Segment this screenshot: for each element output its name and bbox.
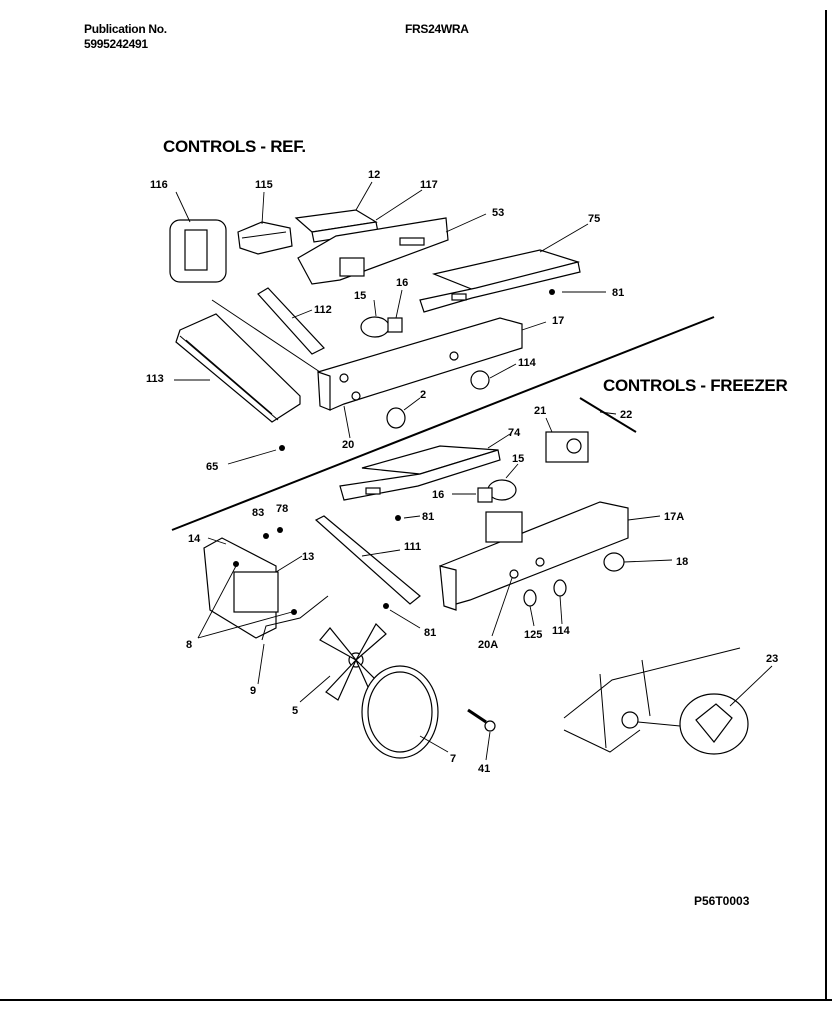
label-83: 83 [252, 507, 264, 519]
label-81-mid: 81 [422, 511, 434, 523]
label-14: 14 [188, 533, 201, 545]
label-78: 78 [276, 503, 288, 515]
model-number: FRS24WRA [405, 22, 469, 36]
label-16-freezer: 16 [432, 489, 444, 501]
label-5: 5 [292, 705, 298, 717]
label-9: 9 [250, 685, 256, 697]
label-2: 2 [420, 389, 426, 401]
screw-41 [467, 708, 496, 732]
control-bracket-17 [317, 317, 523, 411]
label-17a: 17A [664, 511, 684, 523]
part-83 [263, 533, 269, 539]
label-75: 75 [588, 213, 600, 225]
label-18: 18 [676, 556, 688, 568]
label-113: 113 [146, 373, 164, 385]
screw-81-mid [395, 515, 401, 521]
publication-label: Publication No. [84, 22, 167, 36]
rod-111 [314, 515, 421, 605]
label-21: 21 [534, 405, 546, 417]
label-15-ref: 15 [354, 290, 366, 302]
cover-74 [339, 445, 501, 501]
label-13: 13 [302, 551, 314, 563]
leader-lines [174, 181, 773, 761]
label-41: 41 [478, 763, 490, 775]
label-16-ref: 16 [396, 277, 408, 289]
control-housing-53 [297, 217, 449, 285]
label-116: 116 [150, 179, 168, 191]
bracket-115 [237, 221, 293, 255]
label-125: 125 [524, 629, 542, 641]
label-111: 111 [404, 541, 421, 553]
label-115: 115 [255, 179, 273, 191]
screw-81-top [549, 289, 555, 295]
refrigerator-controls-title: CONTROLS - REF. [163, 137, 306, 156]
label-74: 74 [508, 427, 521, 439]
screw-8a [233, 561, 239, 567]
knob-114-freezer [553, 579, 567, 597]
fan-shroud-7 [361, 665, 439, 759]
knob-2 [386, 407, 406, 429]
label-23: 23 [766, 653, 778, 665]
screw-65 [279, 445, 285, 451]
bracket-9 [261, 595, 329, 641]
label-15-freezer: 15 [512, 453, 524, 465]
knob-18 [603, 552, 625, 572]
label-20a: 20A [478, 639, 498, 651]
label-65: 65 [206, 461, 218, 473]
cover-75 [419, 249, 581, 313]
bulb-15-ref [360, 316, 403, 338]
screw-8b [291, 609, 297, 615]
label-114-ref: 114 [518, 357, 537, 369]
label-81-top: 81 [612, 287, 624, 299]
fan-blade-5 [319, 623, 387, 701]
switch-housing-12 [294, 209, 379, 243]
label-112: 112 [314, 304, 332, 316]
section-divider [171, 316, 715, 531]
detail-23 [563, 647, 749, 755]
light-shield-116 [169, 219, 227, 283]
label-8: 8 [186, 639, 192, 651]
label-114-freezer: 114 [552, 625, 571, 637]
capillary-22 [579, 397, 637, 433]
thermostat-21 [545, 431, 589, 463]
knob-114-ref [470, 370, 490, 390]
label-20: 20 [342, 439, 354, 451]
part-number-labels: 116 115 12 117 53 75 81 112 15 16 17 113… [146, 169, 778, 775]
screw-81-bottom [383, 603, 389, 609]
label-17: 17 [552, 315, 564, 327]
leader-dash [211, 299, 321, 373]
label-22: 22 [620, 409, 632, 421]
control-bracket-17a [439, 501, 629, 611]
part-78 [277, 527, 283, 533]
motor-13 [233, 571, 279, 613]
label-53: 53 [492, 207, 504, 219]
label-7: 7 [450, 753, 456, 765]
freezer-controls-title: CONTROLS - FREEZER [603, 376, 788, 395]
tube-112 [257, 287, 325, 355]
bulb-15-freezer [477, 479, 517, 503]
label-81-bottom: 81 [424, 627, 436, 639]
publication-number: 5995242491 [84, 37, 148, 51]
knob-125 [523, 589, 537, 607]
diffuser-113 [175, 313, 301, 423]
label-117: 117 [420, 179, 438, 191]
diagram-code: P56T0003 [694, 894, 750, 908]
label-12: 12 [368, 169, 380, 181]
